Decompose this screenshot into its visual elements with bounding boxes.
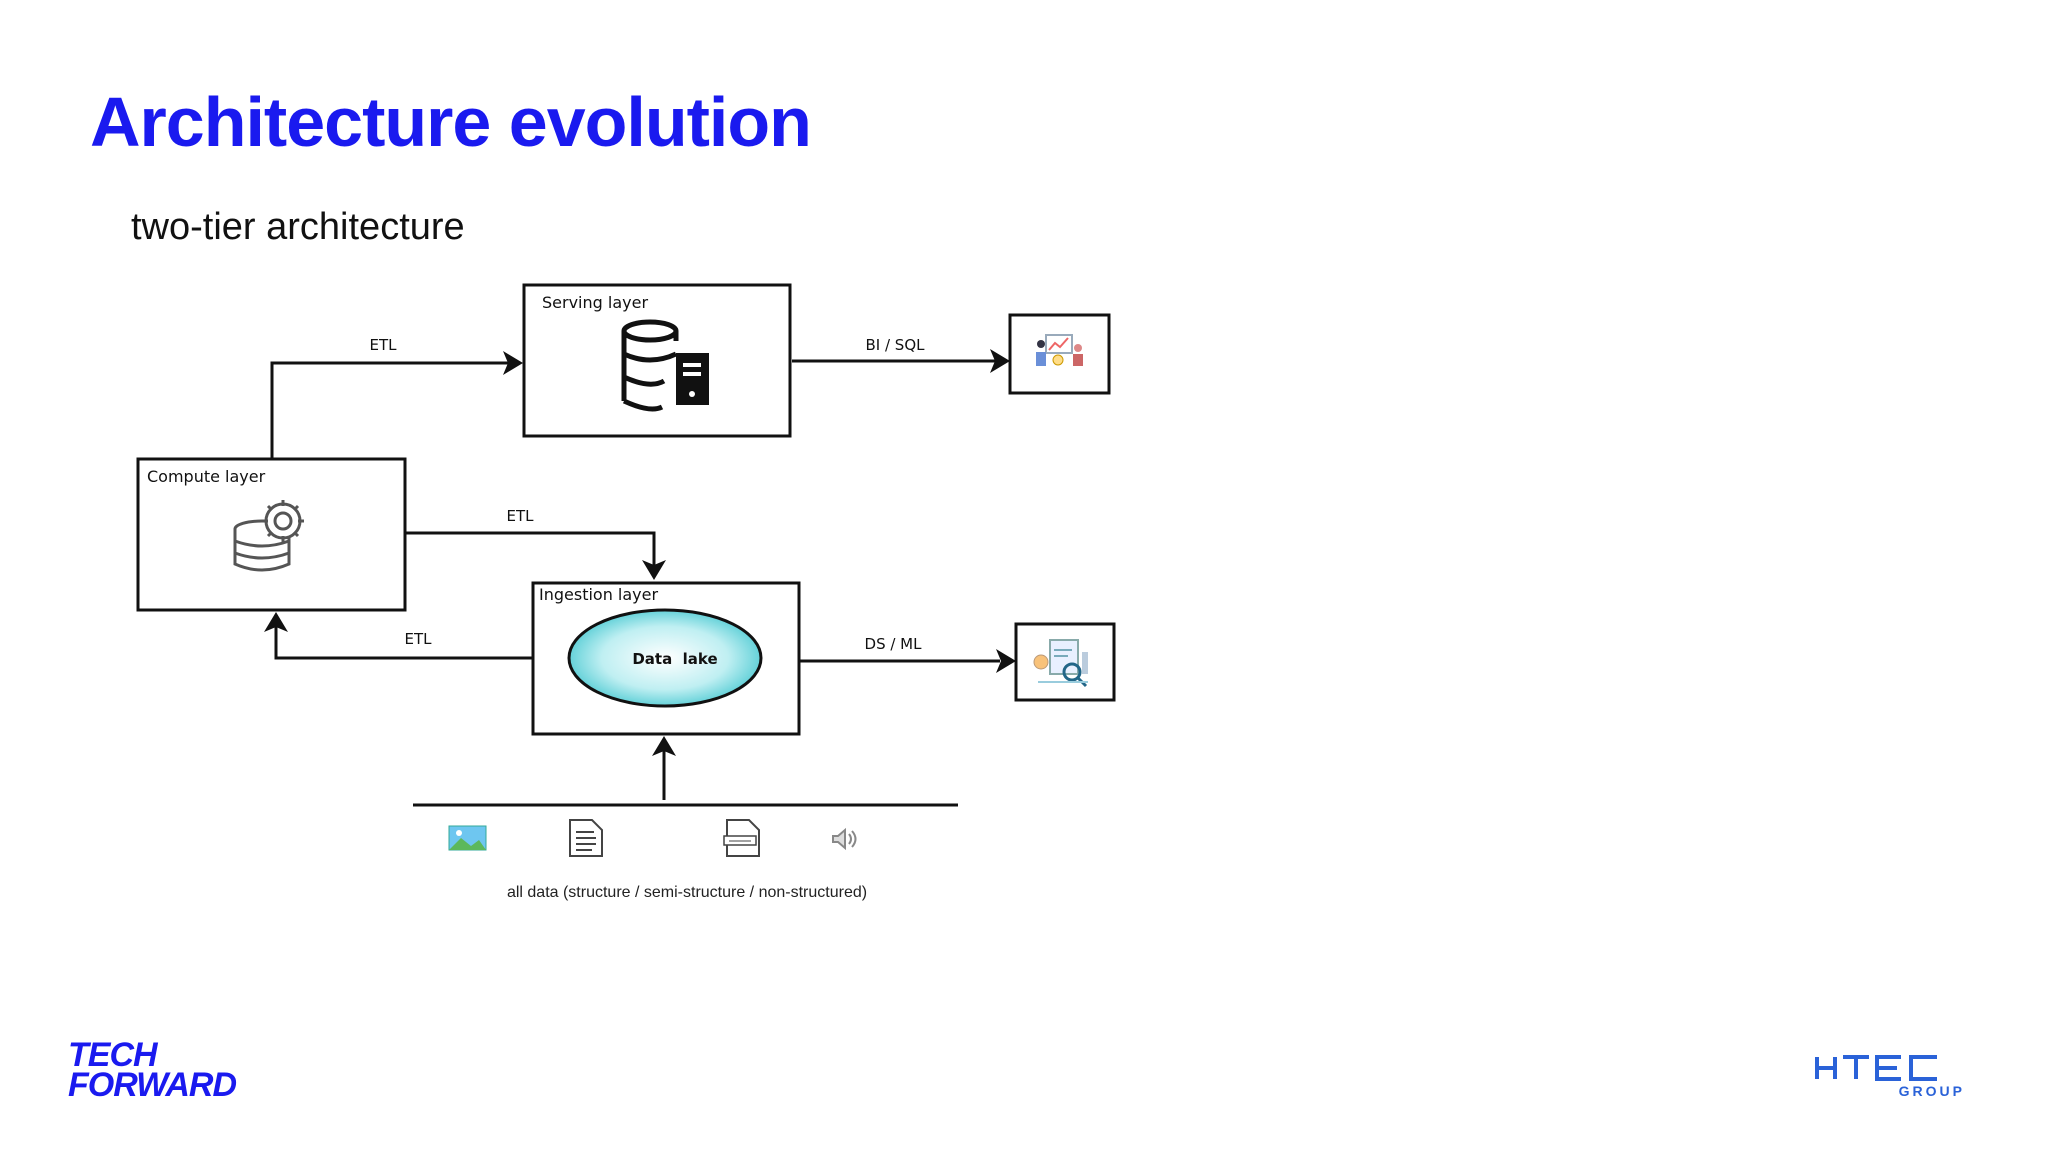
serving-layer-box: Serving layer xyxy=(522,283,792,438)
htec-wordmark-icon xyxy=(1815,1055,1937,1081)
serving-layer-label: Serving layer xyxy=(542,293,648,312)
database-gear-icon xyxy=(233,500,304,572)
tech-forward-line2: FORWARD xyxy=(68,1066,237,1104)
htec-group-label: GROUP xyxy=(1898,1083,1965,1099)
edges xyxy=(270,359,1000,807)
arrowhead xyxy=(264,612,288,632)
arrowhead xyxy=(996,649,1016,673)
server-icon xyxy=(676,353,709,405)
compute-layer-label: Compute layer xyxy=(147,467,266,486)
sources-caption: all data (structure / semi-structure / n… xyxy=(507,884,867,901)
ds-ml-output-box xyxy=(1014,622,1116,702)
arrowhead xyxy=(503,351,523,375)
htec-group-logo: GROUP xyxy=(1815,1053,1965,1099)
arrowheads xyxy=(264,349,1016,756)
tech-forward-logo: TECH FORWARD xyxy=(68,1036,237,1104)
image-file-icon xyxy=(448,825,487,851)
tech-forward-line1: TECH xyxy=(68,1036,158,1074)
document-file-icon xyxy=(569,819,603,857)
slide-title: Architecture evolution xyxy=(90,83,812,161)
arrowhead xyxy=(990,349,1010,373)
arrowhead xyxy=(652,736,676,756)
compute-layer-box: Compute layer xyxy=(136,457,407,612)
bi-output-box xyxy=(1008,313,1111,395)
json-file-icon xyxy=(723,819,760,857)
edge-compute-to-serving xyxy=(270,361,510,459)
slide-subtitle: two-tier architecture xyxy=(131,206,465,248)
analytics-people-icon xyxy=(1036,334,1083,366)
arrowhead xyxy=(642,560,666,580)
ingestion-layer-box: Ingestion layer Data lake xyxy=(531,581,801,736)
edge-label-etl-top: ETL xyxy=(370,336,398,354)
edge-compute-to-ingestion xyxy=(405,531,656,565)
edge-ingestion-to-compute xyxy=(274,626,533,660)
data-lake-ellipse xyxy=(567,608,763,708)
edge-label-bi-sql: BI / SQL xyxy=(866,336,926,354)
ingestion-layer-label: Ingestion layer xyxy=(539,585,658,604)
database-server-icon xyxy=(621,319,679,412)
edge-label-ds-ml: DS / ML xyxy=(865,635,923,653)
edge-label-etl-middle: ETL xyxy=(507,507,535,525)
audio-file-icon xyxy=(832,827,857,851)
data-analysis-icon xyxy=(1033,639,1088,688)
data-lake-label: Data lake xyxy=(632,650,717,668)
edge-label-etl-bottom: ETL xyxy=(405,630,433,648)
